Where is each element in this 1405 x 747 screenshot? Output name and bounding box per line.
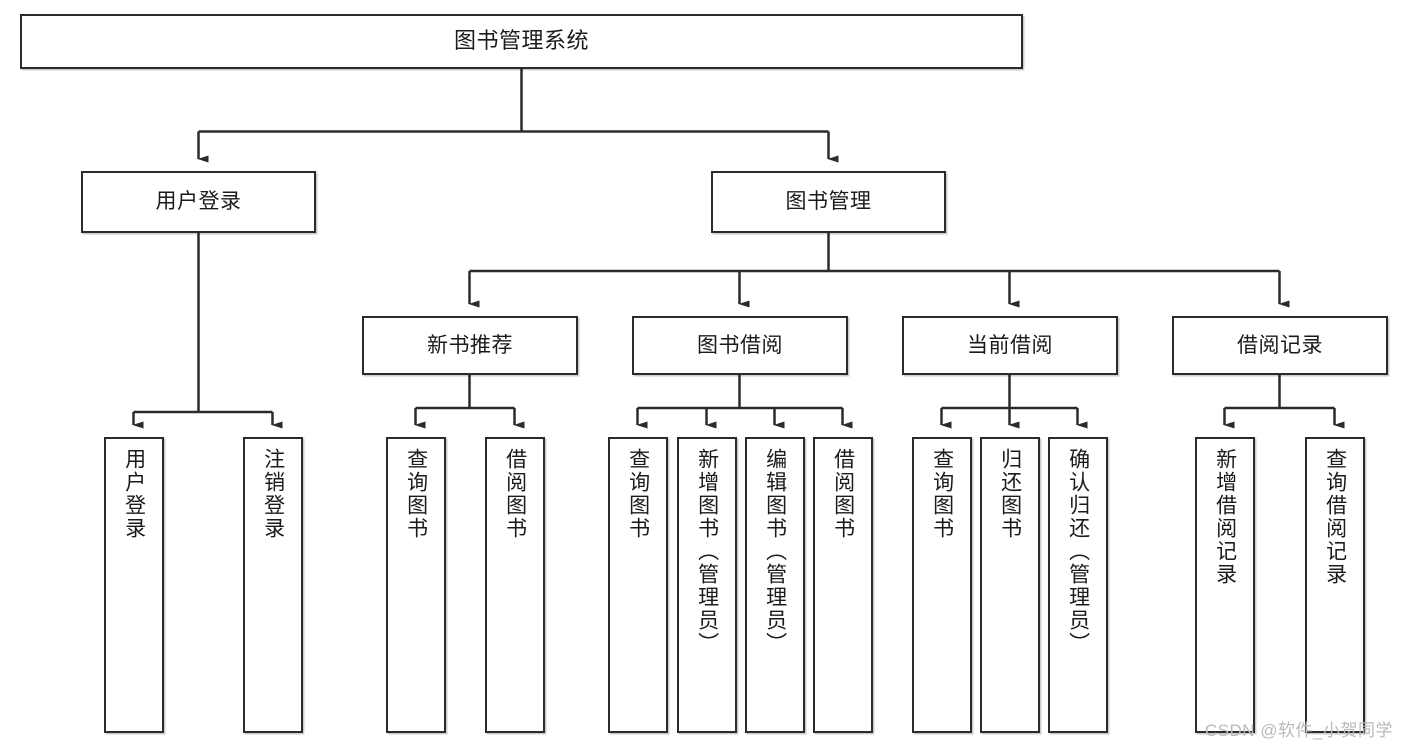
- node-book-borrow[interactable]: 图书借阅: [632, 316, 848, 375]
- node-new-book-recommend[interactable]: 新书推荐: [362, 316, 578, 375]
- leaf-borrow-borrow-book[interactable]: 借阅图书: [813, 437, 873, 733]
- node-label: 图书管理系统: [453, 28, 589, 54]
- leaf-current-return-book[interactable]: 归还图书: [980, 437, 1040, 733]
- node-label: 图书借阅: [697, 333, 783, 357]
- node-label: 图书管理: [785, 190, 872, 214]
- node-label: 新增图书（管理员）: [695, 448, 719, 655]
- leaf-borrow-query-book[interactable]: 查询图书: [608, 437, 668, 733]
- leaf-user-login[interactable]: 用户登录: [104, 437, 164, 733]
- node-label: 用户登录: [122, 448, 146, 540]
- node-label: 查询借阅记录: [1323, 448, 1347, 586]
- node-user-login[interactable]: 用户登录: [81, 171, 316, 233]
- leaf-current-confirm-return-admin[interactable]: 确认归还（管理员）: [1048, 437, 1108, 733]
- node-label: 确认归还（管理员）: [1066, 448, 1090, 655]
- node-label: 归还图书: [998, 448, 1022, 540]
- leaf-user-logout[interactable]: 注销登录: [243, 437, 303, 733]
- node-label: 编辑图书（管理员）: [763, 448, 787, 655]
- node-current-borrow[interactable]: 当前借阅: [902, 316, 1118, 375]
- node-root-system[interactable]: 图书管理系统: [20, 14, 1023, 69]
- leaf-record-add-record[interactable]: 新增借阅记录: [1195, 437, 1255, 733]
- node-label: 借阅图书: [503, 448, 527, 540]
- leaf-record-query-record[interactable]: 查询借阅记录: [1305, 437, 1365, 733]
- node-label: 借阅图书: [831, 448, 855, 540]
- node-borrow-record[interactable]: 借阅记录: [1172, 316, 1388, 375]
- node-book-management[interactable]: 图书管理: [711, 171, 946, 233]
- leaf-borrow-edit-book-admin[interactable]: 编辑图书（管理员）: [745, 437, 805, 733]
- node-label: 查询图书: [930, 448, 954, 540]
- node-label: 当前借阅: [967, 333, 1053, 357]
- leaf-borrow-add-book-admin[interactable]: 新增图书（管理员）: [677, 437, 737, 733]
- leaf-recommend-borrow-book[interactable]: 借阅图书: [485, 437, 545, 733]
- leaf-recommend-query-book[interactable]: 查询图书: [386, 437, 446, 733]
- node-label: 新增借阅记录: [1213, 448, 1237, 586]
- node-label: 新书推荐: [427, 333, 513, 357]
- node-label: 查询图书: [626, 448, 650, 540]
- node-label: 注销登录: [261, 448, 285, 540]
- node-label: 用户登录: [155, 190, 242, 214]
- node-label: 借阅记录: [1237, 333, 1323, 357]
- node-label: 查询图书: [404, 448, 428, 540]
- leaf-current-query-book[interactable]: 查询图书: [912, 437, 972, 733]
